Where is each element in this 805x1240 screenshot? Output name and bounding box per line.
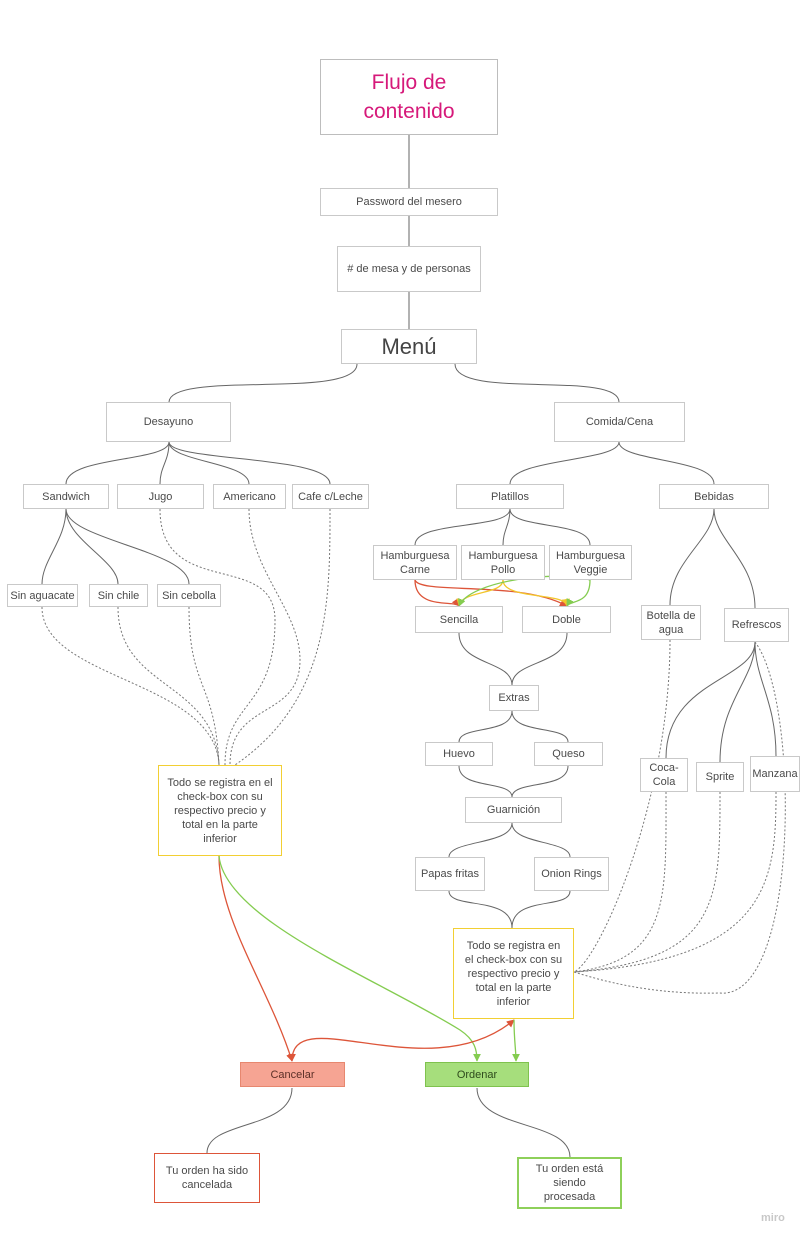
comida-cena-node: Comida/Cena <box>554 402 685 442</box>
order-cancelled-node: Tu orden ha sido cancelada <box>154 1153 260 1203</box>
papas-fritas-label: Papas fritas <box>420 868 480 880</box>
jugo-label: Jugo <box>148 490 173 503</box>
cancel-button[interactable]: Cancelar <box>240 1062 345 1087</box>
password-step: Password del mesero <box>320 188 498 216</box>
bebidas-node: Bebidas <box>659 484 769 509</box>
extras-node: Extras <box>489 685 539 711</box>
desayuno-label: Desayuno <box>143 416 194 428</box>
huevo-label: Huevo <box>443 748 475 760</box>
cafe-leche-node: Cafe c/Leche <box>292 484 369 509</box>
sencilla-node: Sencilla <box>415 606 503 633</box>
order-button-label: Ordenar <box>456 1068 498 1081</box>
bebidas-label: Bebidas <box>694 490 734 503</box>
table-people-step: # de mesa y de personas <box>337 246 481 292</box>
coca-cola-label: Coca-Cola <box>649 762 679 788</box>
jugo-node: Jugo <box>117 484 204 509</box>
order-cancelled-text: Tu orden ha sido cancelada <box>165 1165 249 1191</box>
desayuno-summary-text: Todo se registra en el check-box con su … <box>167 776 273 845</box>
diagram-title: Flujo de contenido <box>320 59 498 135</box>
sin-cebolla-node: Sin cebolla <box>157 584 221 607</box>
papas-fritas-node: Papas fritas <box>415 857 485 891</box>
burger-carne-node: Hamburguesa Carne <box>373 545 457 580</box>
burger-pollo-label: Hamburguesa Pollo <box>468 549 538 576</box>
coca-cola-node: Coca-Cola <box>640 758 688 792</box>
manzana-node: Manzana <box>750 756 800 792</box>
queso-node: Queso <box>534 742 603 766</box>
platillos-label: Platillos <box>491 490 529 503</box>
sin-aguacate-label: Sin aguacate <box>10 589 75 602</box>
burger-pollo-node: Hamburguesa Pollo <box>461 545 545 580</box>
guarnicion-label: Guarnición <box>486 804 541 816</box>
comida-summary-text: Todo se registra en el check-box con su … <box>464 939 563 1008</box>
onion-rings-node: Onion Rings <box>534 857 609 891</box>
sin-cebolla-label: Sin cebolla <box>162 589 216 602</box>
desayuno-summary-node: Todo se registra en el check-box con su … <box>158 765 282 856</box>
burger-veggie-label: Hamburguesa Veggie <box>555 549 626 576</box>
menu-node: Menú <box>341 329 477 364</box>
order-button[interactable]: Ordenar <box>425 1062 529 1087</box>
huevo-node: Huevo <box>425 742 493 766</box>
platillos-node: Platillos <box>456 484 564 509</box>
menu-node-label: Menú <box>381 333 437 359</box>
desayuno-node: Desayuno <box>106 402 231 442</box>
guarnicion-node: Guarnición <box>465 797 562 823</box>
extras-label: Extras <box>498 692 530 704</box>
water-node: Botella de agua <box>641 605 701 640</box>
sin-aguacate-node: Sin aguacate <box>7 584 78 607</box>
comida-summary-node: Todo se registra en el check-box con su … <box>453 928 574 1019</box>
comida-cena-label: Comida/Cena <box>585 416 654 428</box>
order-processing-node: Tu orden está siendo procesada <box>517 1157 622 1209</box>
cafe-leche-label: Cafe c/Leche <box>298 490 363 503</box>
burger-carne-label: Hamburguesa Carne <box>380 549 450 576</box>
sprite-node: Sprite <box>696 762 744 792</box>
password-step-label: Password del mesero <box>356 196 462 208</box>
sin-chile-node: Sin chile <box>89 584 148 607</box>
sandwich-node: Sandwich <box>23 484 109 509</box>
doble-label: Doble <box>552 613 581 626</box>
doble-node: Doble <box>522 606 611 633</box>
americano-label: Americano <box>223 490 276 503</box>
refrescos-label: Refrescos <box>731 619 782 631</box>
dotted-connectors <box>41 508 786 994</box>
sin-chile-label: Sin chile <box>97 589 140 602</box>
water-label: Botella de agua <box>646 609 696 636</box>
sprite-label: Sprite <box>705 771 735 783</box>
manzana-label: Manzana <box>752 768 798 780</box>
sencilla-label: Sencilla <box>439 613 479 626</box>
table-people-step-label: # de mesa y de personas <box>347 263 471 275</box>
miro-watermark: miro <box>761 1212 785 1224</box>
refrescos-node: Refrescos <box>724 608 789 642</box>
cancel-button-label: Cancelar <box>270 1068 315 1081</box>
burger-veggie-node: Hamburguesa Veggie <box>549 545 632 580</box>
diagram-title-text: Flujo de contenido <box>363 71 455 123</box>
queso-label: Queso <box>552 748 585 760</box>
sandwich-label: Sandwich <box>42 490 90 503</box>
order-processing-text: Tu orden está siendo procesada <box>535 1163 604 1203</box>
onion-rings-label: Onion Rings <box>541 868 602 880</box>
americano-node: Americano <box>213 484 286 509</box>
